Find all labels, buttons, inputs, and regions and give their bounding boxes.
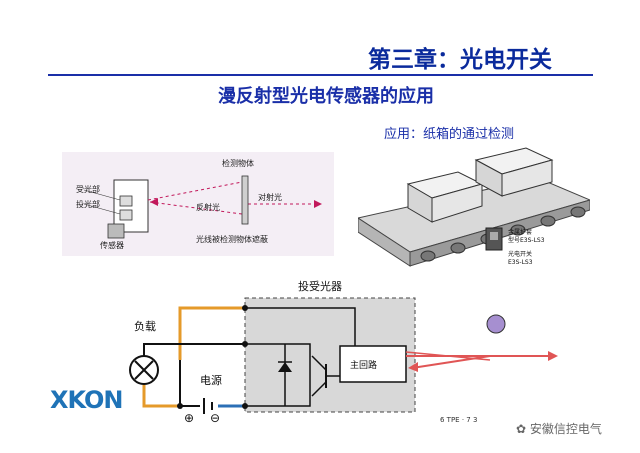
detection-target [486,314,506,334]
reflection-diagram: 受光部 投光部 传感器 检测物体 反射光 对射光 光线被检测物体遮蔽 [62,152,334,256]
emit-ray [147,181,243,201]
main-circuit-box [339,345,407,383]
emit-light-arrow [548,351,558,361]
conveyor-illustration: 金属护套 型号E3S-LS3 光电开关 E3S-LS3 [358,147,590,267]
emitter-label: 投光部 [76,199,100,209]
junction-dot [177,403,183,409]
receiver-leader [83,189,121,201]
emitter-leader [83,203,121,215]
internal-wire-top [245,307,356,346]
belt-front [358,217,411,267]
zener-diode [278,362,292,372]
wire-orange-bottom [142,382,180,408]
chapter-title: 第三章：光电开关 [368,47,552,73]
page-mark: 6 TPE · 7 3 [440,416,477,424]
power-label: 电源 [200,373,222,387]
wechat-icon: ✿ [516,422,527,436]
lamp-cross-2 [134,360,154,380]
wire-black-supply [179,360,200,407]
callout-4: E3S-LS3 [508,259,533,266]
callout-2: 型号E3S-LS3 [508,236,545,244]
photoelectric-sensor [485,227,503,251]
blocked-caption: 光线被检测物体遮蔽 [196,234,268,244]
wire-black-load [143,343,245,358]
circuit-diagram: 投受光器 负载 电源 ⊕ ⊖ 主回路 6 TPE · 7 3 [129,279,558,425]
receiver-lens [119,195,133,207]
receiver-label: 受光部 [76,184,100,194]
title-rule [48,74,593,76]
internal-wire-loop [245,343,311,407]
transistor-emitter [311,381,327,397]
opposite-light-label: 对射光 [258,192,282,202]
callout-1: 金属护套 [508,228,532,236]
slide-subtitle: 漫反射型光电传感器的应用 [218,86,434,107]
reflected-light-label: 反射光 [196,202,220,212]
emitter-lens [119,209,133,221]
watermark-text: 安徽信控电气 [529,422,602,436]
xkon-logo: XKON [50,386,128,414]
reflected-arrow [150,198,158,206]
plus-terminal: ⊕ [184,411,194,425]
reflection-diagram-svg: 受光部 投光部 传感器 检测物体 反射光 对射光 光线被检测物体遮蔽 [76,158,322,250]
opposite-arrow [314,200,322,208]
return-light-arrow [408,362,418,372]
main-circuit-label: 主回路 [350,359,377,371]
scatter-ray [405,351,491,361]
logo-text: XKON [50,386,123,412]
return-light-ray [411,355,491,369]
load-label: 负载 [134,319,156,333]
callout-3: 光电开关 [508,250,532,258]
sensor-box-label: 投受光器 [298,279,342,293]
wechat-watermark: ✿ 安徽信控电气 [516,420,602,437]
sensor-connector [107,223,125,239]
carton-box-2 [474,147,554,197]
object-label: 检测物体 [222,158,254,168]
sensor-label: 传感器 [100,240,124,250]
wire-orange-top [178,306,245,360]
application-label: 应用：纸箱的通过检测 [384,127,515,142]
minus-terminal: ⊖ [210,411,220,425]
detected-object [241,175,249,225]
transistor-collector [311,355,327,371]
